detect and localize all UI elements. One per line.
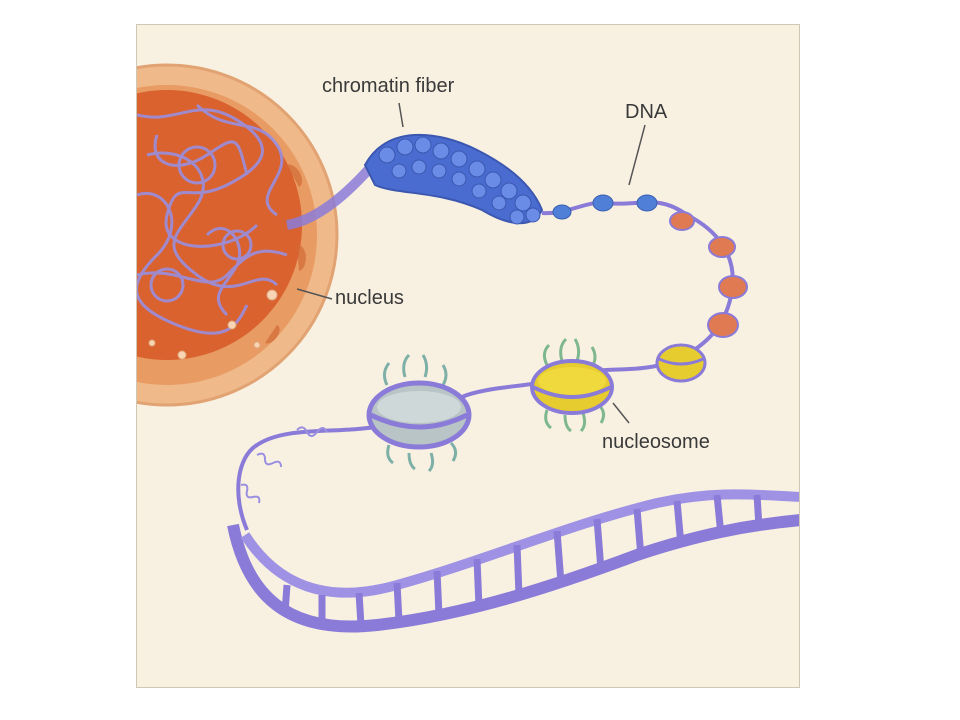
label-nucleosome: nucleosome <box>602 431 710 453</box>
gray-nucleosome-large <box>366 353 472 473</box>
coiled-dna <box>240 426 328 504</box>
diagram-panel: chromatin fiber DNA nucleus nucleosome <box>136 24 800 688</box>
nucleus-graphic <box>137 63 339 407</box>
double-helix <box>227 489 799 633</box>
leader-lines <box>296 102 646 424</box>
yellow-nucleosome-large <box>530 337 614 433</box>
chromatin-illustration <box>137 63 799 633</box>
small-nucleosomes <box>552 194 658 220</box>
orange-nucleosomes <box>669 211 748 338</box>
dna-string <box>236 200 735 531</box>
label-dna: DNA <box>625 101 668 123</box>
yellow-nucleosome-small <box>655 343 707 383</box>
chromatin-fiber-graphic <box>363 133 544 225</box>
label-chromatin-fiber: chromatin fiber <box>322 75 455 97</box>
label-nucleus: nucleus <box>335 287 404 309</box>
